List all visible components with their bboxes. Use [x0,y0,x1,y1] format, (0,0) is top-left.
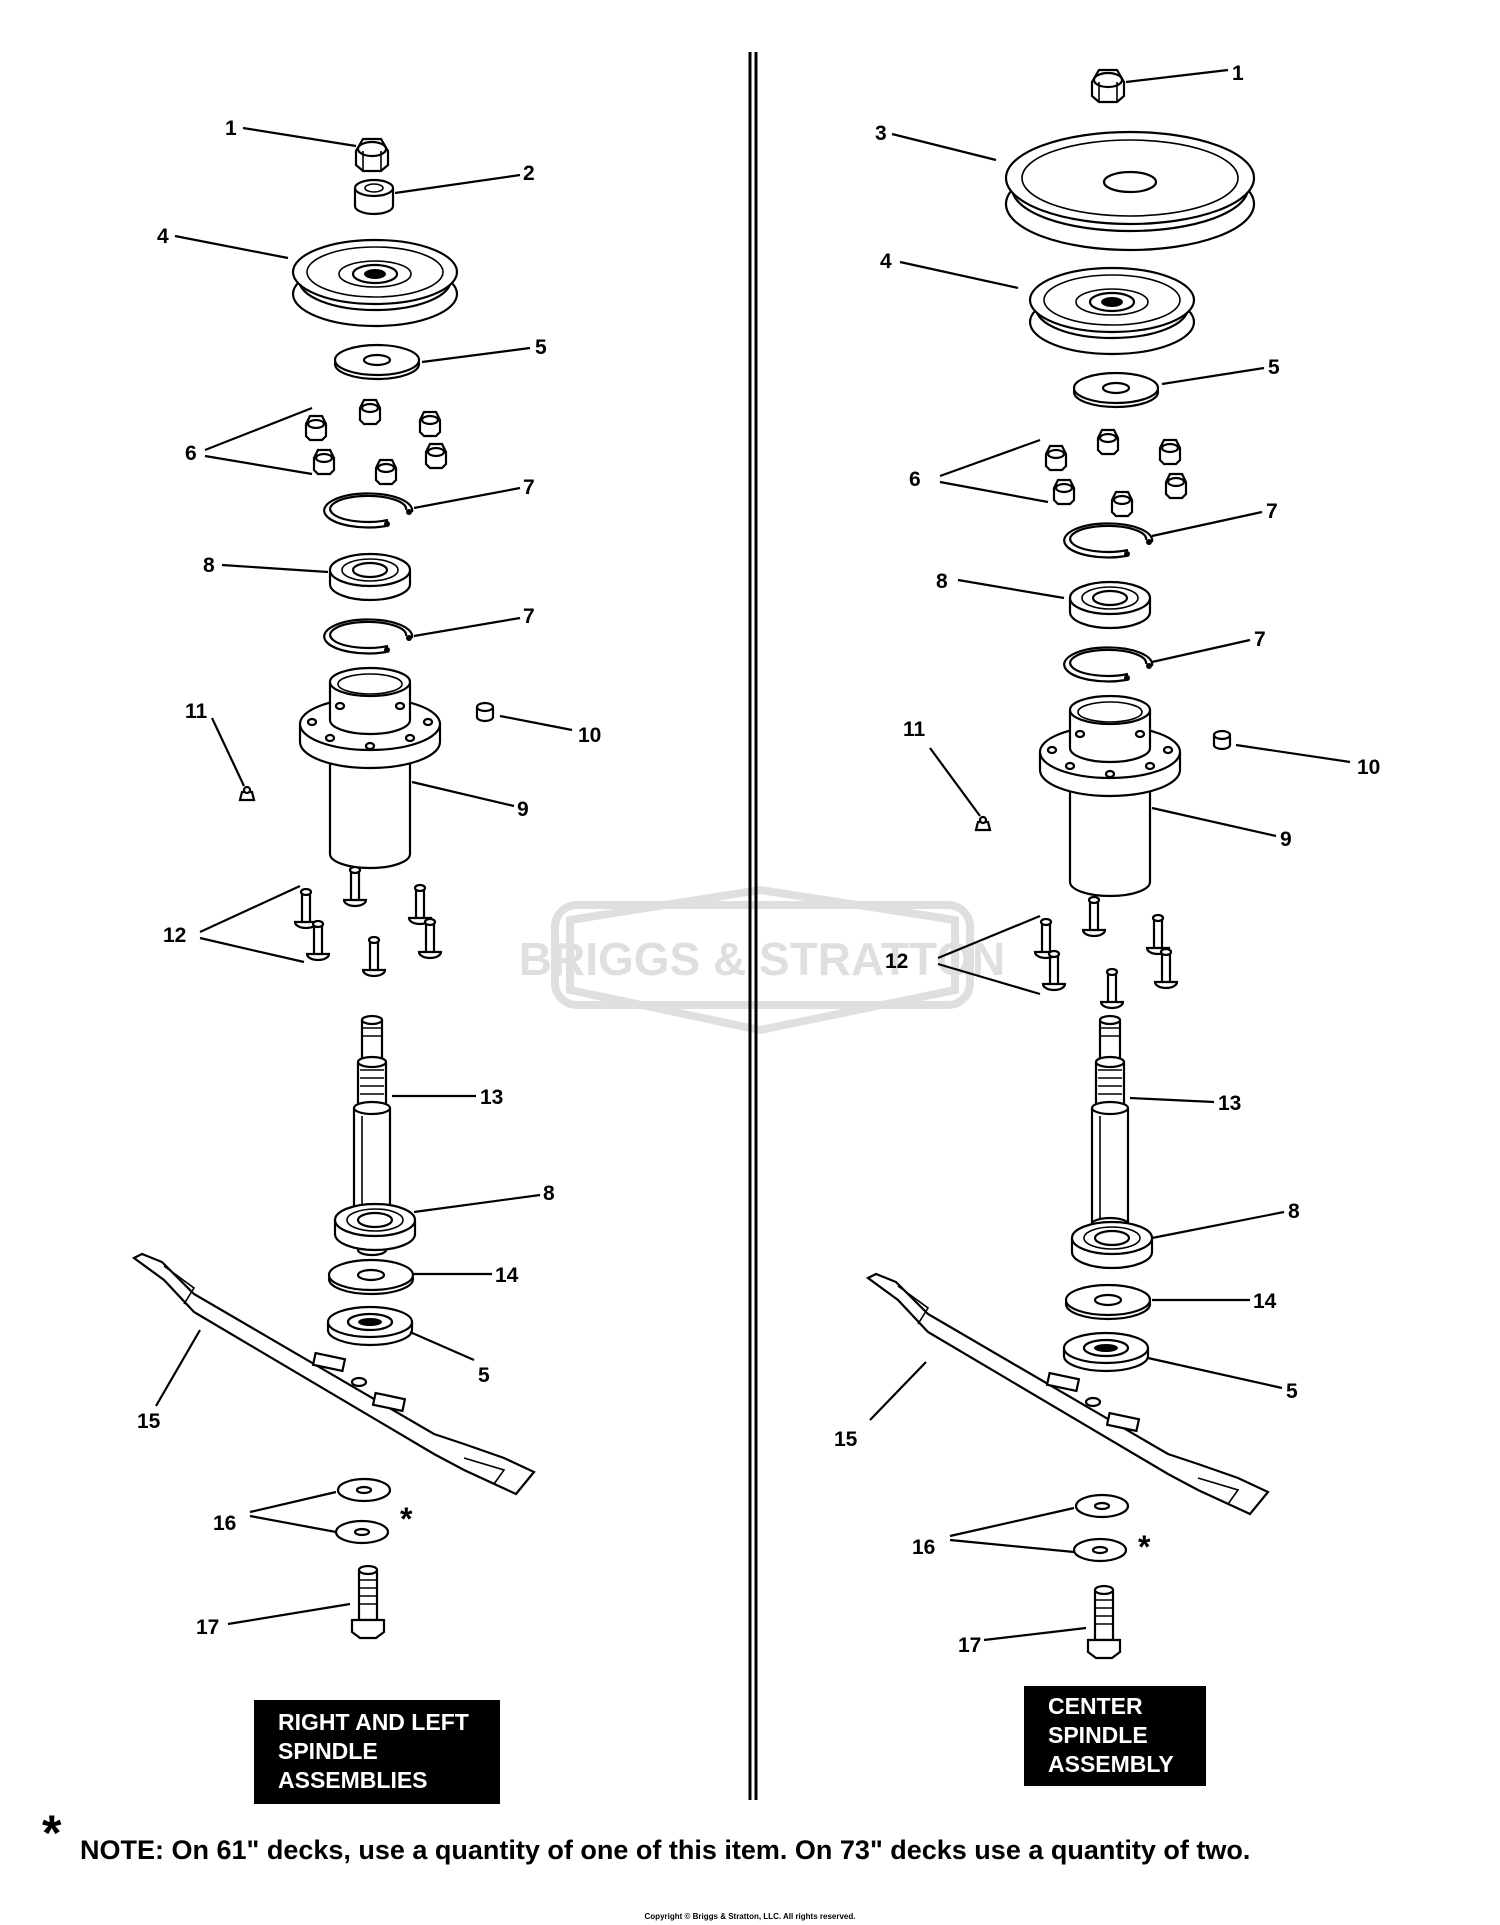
callout-8: 8 [203,554,215,577]
left-assembly-title: RIGHT AND LEFT SPINDLE ASSEMBLIES [254,1700,500,1804]
callout-7: 7 [523,605,535,628]
part-10-set-screw [475,701,495,723]
leader-lines [869,68,1351,1642]
callout-6: 6 [909,468,921,491]
part-16-flat-washer [1074,1493,1130,1519]
part-14-washer [1064,1283,1152,1321]
brand-watermark: BRIGGS & STRATTON [519,885,1005,1035]
callout-5: 5 [1268,356,1280,379]
callout-15: 15 [137,1410,161,1433]
callout-9: 9 [1280,828,1292,851]
part-2-spacer [353,178,395,216]
part-8-bearing [1070,1220,1154,1270]
left-spindle-assembly: 1 2 4 5 6 7 8 7 11 10 9 12 13 8 14 5 15 … [132,117,601,1804]
callout-12: 12 [885,950,908,973]
part-16-flat-washer [334,1519,390,1545]
callout-11: 11 [185,700,208,723]
callout-12: 12 [163,924,186,947]
part-12-carriage-bolts [293,865,443,978]
part-12-carriage-bolts [1033,895,1179,1010]
callout-4: 4 [157,225,169,248]
part-8-bearing [333,1202,417,1252]
part-16-flat-washer [1072,1537,1128,1563]
callout-3: 3 [875,122,887,145]
callout-14: 14 [1253,1290,1277,1313]
part-6-locknuts [304,398,448,486]
part-11-grease-fitting [238,785,256,802]
callout-13: 13 [1218,1092,1241,1115]
callout-11: 11 [903,718,926,741]
center-assembly-title: CENTER SPINDLE ASSEMBLY [1024,1686,1206,1786]
part-5-washer [1072,371,1160,409]
part-6-locknuts [1044,428,1188,518]
part-17-blade-bolt [350,1564,386,1640]
part-5-cup-washer [326,1305,414,1347]
part-7-snap-ring [323,618,414,655]
callout-17: 17 [196,1616,219,1639]
part-7-snap-ring [323,492,414,529]
title-line: ASSEMBLIES [278,1767,428,1793]
title-line: RIGHT AND LEFT [278,1709,469,1735]
callout-9: 9 [517,798,529,821]
part-1-nut [1090,68,1126,104]
callout-16: 16 [912,1536,935,1559]
part-1-nut [354,137,390,173]
watermark-text: BRIGGS & STRATTON [519,933,1005,985]
callout-7: 7 [1266,500,1278,523]
callout-10: 10 [1357,756,1380,779]
callout-8: 8 [936,570,948,593]
callout-1: 1 [1232,62,1244,85]
title-line: SPINDLE [1048,1722,1148,1748]
callout-7: 7 [1254,628,1266,651]
callouts: 1 3 4 5 6 7 8 7 11 10 9 12 13 8 14 5 15 … [834,62,1380,1657]
copyright-text: Copyright © Briggs & Stratton, LLC. All … [644,1912,856,1921]
callout-14: 14 [495,1264,519,1287]
callout-6: 6 [185,442,197,465]
note-asterisk: * [42,1805,62,1861]
part-15-blade [132,1252,536,1496]
part-8-bearing [328,552,412,602]
callout-8: 8 [1288,1200,1300,1223]
part-14-washer [327,1258,415,1296]
title-line: ASSEMBLY [1048,1751,1174,1777]
part-17-blade-bolt [1086,1584,1122,1660]
part-7-snap-ring [1063,522,1154,559]
callout-4: 4 [880,250,892,273]
callout-1: 1 [225,117,237,140]
part-9-spindle-housing [298,666,442,870]
callout-15: 15 [834,1428,858,1451]
callout-7: 7 [523,476,535,499]
part-11-grease-fitting [974,815,992,832]
callout-10: 10 [578,724,601,747]
leader-lines [155,126,573,1626]
callout-2: 2 [523,162,535,185]
part-7-snap-ring [1063,646,1154,683]
asterisk: * [400,1501,413,1537]
callout-17: 17 [958,1634,981,1657]
title-line: CENTER [1048,1693,1143,1719]
part-5-cup-washer [1062,1331,1150,1373]
part-10-set-screw [1212,729,1232,751]
callout-5: 5 [535,336,547,359]
callouts: 1 2 4 5 6 7 8 7 11 10 9 12 13 8 14 5 15 … [137,117,601,1639]
callout-16: 16 [213,1512,236,1535]
part-5-washer [333,343,421,381]
part-8-bearing [1068,580,1152,630]
title-line: SPINDLE [278,1738,378,1764]
asterisk: * [1138,1529,1151,1565]
part-3-large-pulley [1004,130,1256,252]
footnote-text: NOTE: On 61" decks, use a quantity of on… [80,1835,1251,1865]
center-spindle-assembly: 1 3 4 5 6 7 8 7 11 10 9 12 13 8 14 5 15 … [834,62,1380,1786]
part-4-pulley [291,238,459,328]
callout-8: 8 [543,1182,555,1205]
callout-5: 5 [1286,1380,1298,1403]
callout-13: 13 [480,1086,503,1109]
part-13-spindle-shaft [1090,1014,1130,1257]
callout-5: 5 [478,1364,490,1387]
part-9-spindle-housing [1038,694,1182,898]
part-16-flat-washer [336,1477,392,1503]
part-4-pulley [1028,266,1196,356]
